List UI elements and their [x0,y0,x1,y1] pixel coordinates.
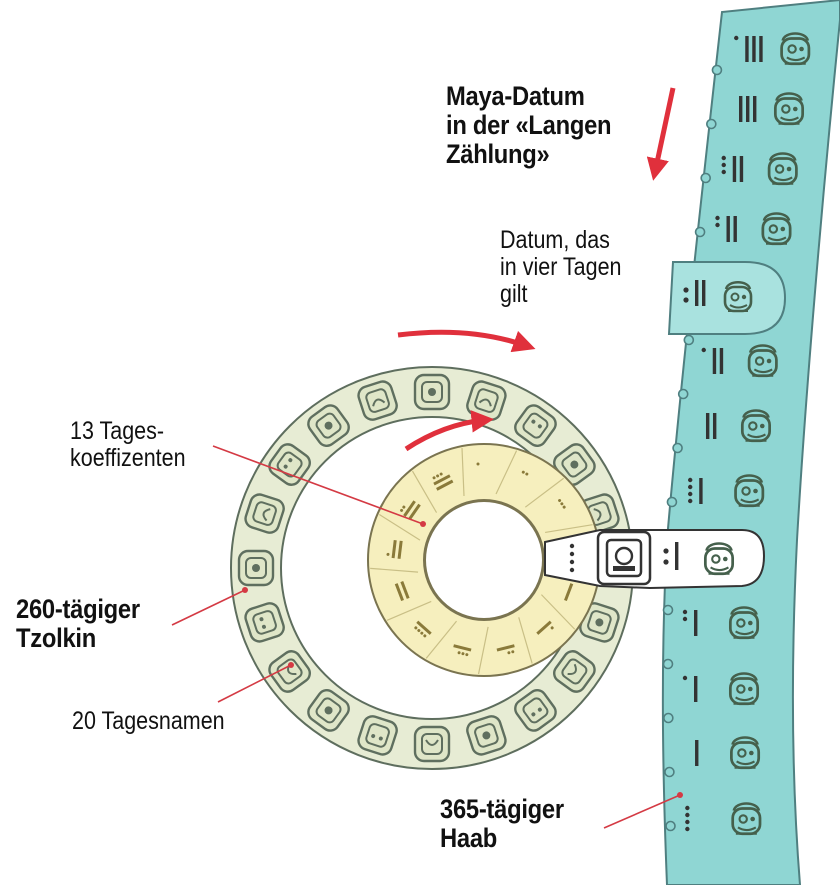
haab-edge-dot [679,390,688,399]
haab-edge-dot [673,444,682,453]
haab-edge-dot [665,768,674,777]
haab-edge-dot [664,714,673,723]
haab-edge-dot [664,660,673,669]
tzolkin-day-glyph [415,727,449,761]
tzolkin-day-glyph [239,551,273,585]
haab-edge-dot [701,174,710,183]
tzolkin-day-glyph [415,375,449,409]
haab-edge-dot [712,66,721,75]
date-pointer [545,530,764,588]
haab-edge-dot [664,606,673,615]
tzolkin-rotation-arrow [398,332,527,346]
long-count-direction-arrow [655,88,673,172]
haab-edge-dot [696,228,705,237]
coefficients-label: 13 Tages- koeffizenten [70,418,186,472]
long-count-label: Maya-Datum in der «Langen Zählung» [446,82,611,169]
haab-edge-dot [666,822,675,831]
future-date-label: Datum, das in vier Tagen gilt [500,227,622,308]
haab-edge-dot [667,498,676,507]
haab-edge-dot [684,336,693,345]
tzolkin-label: 260-tägiger Tzolkin [16,595,140,653]
haab-label: 365-tägiger Haab [440,795,564,853]
haab-edge-dot [707,120,716,129]
day-names-label: 20 Tagesnamen [72,708,225,735]
